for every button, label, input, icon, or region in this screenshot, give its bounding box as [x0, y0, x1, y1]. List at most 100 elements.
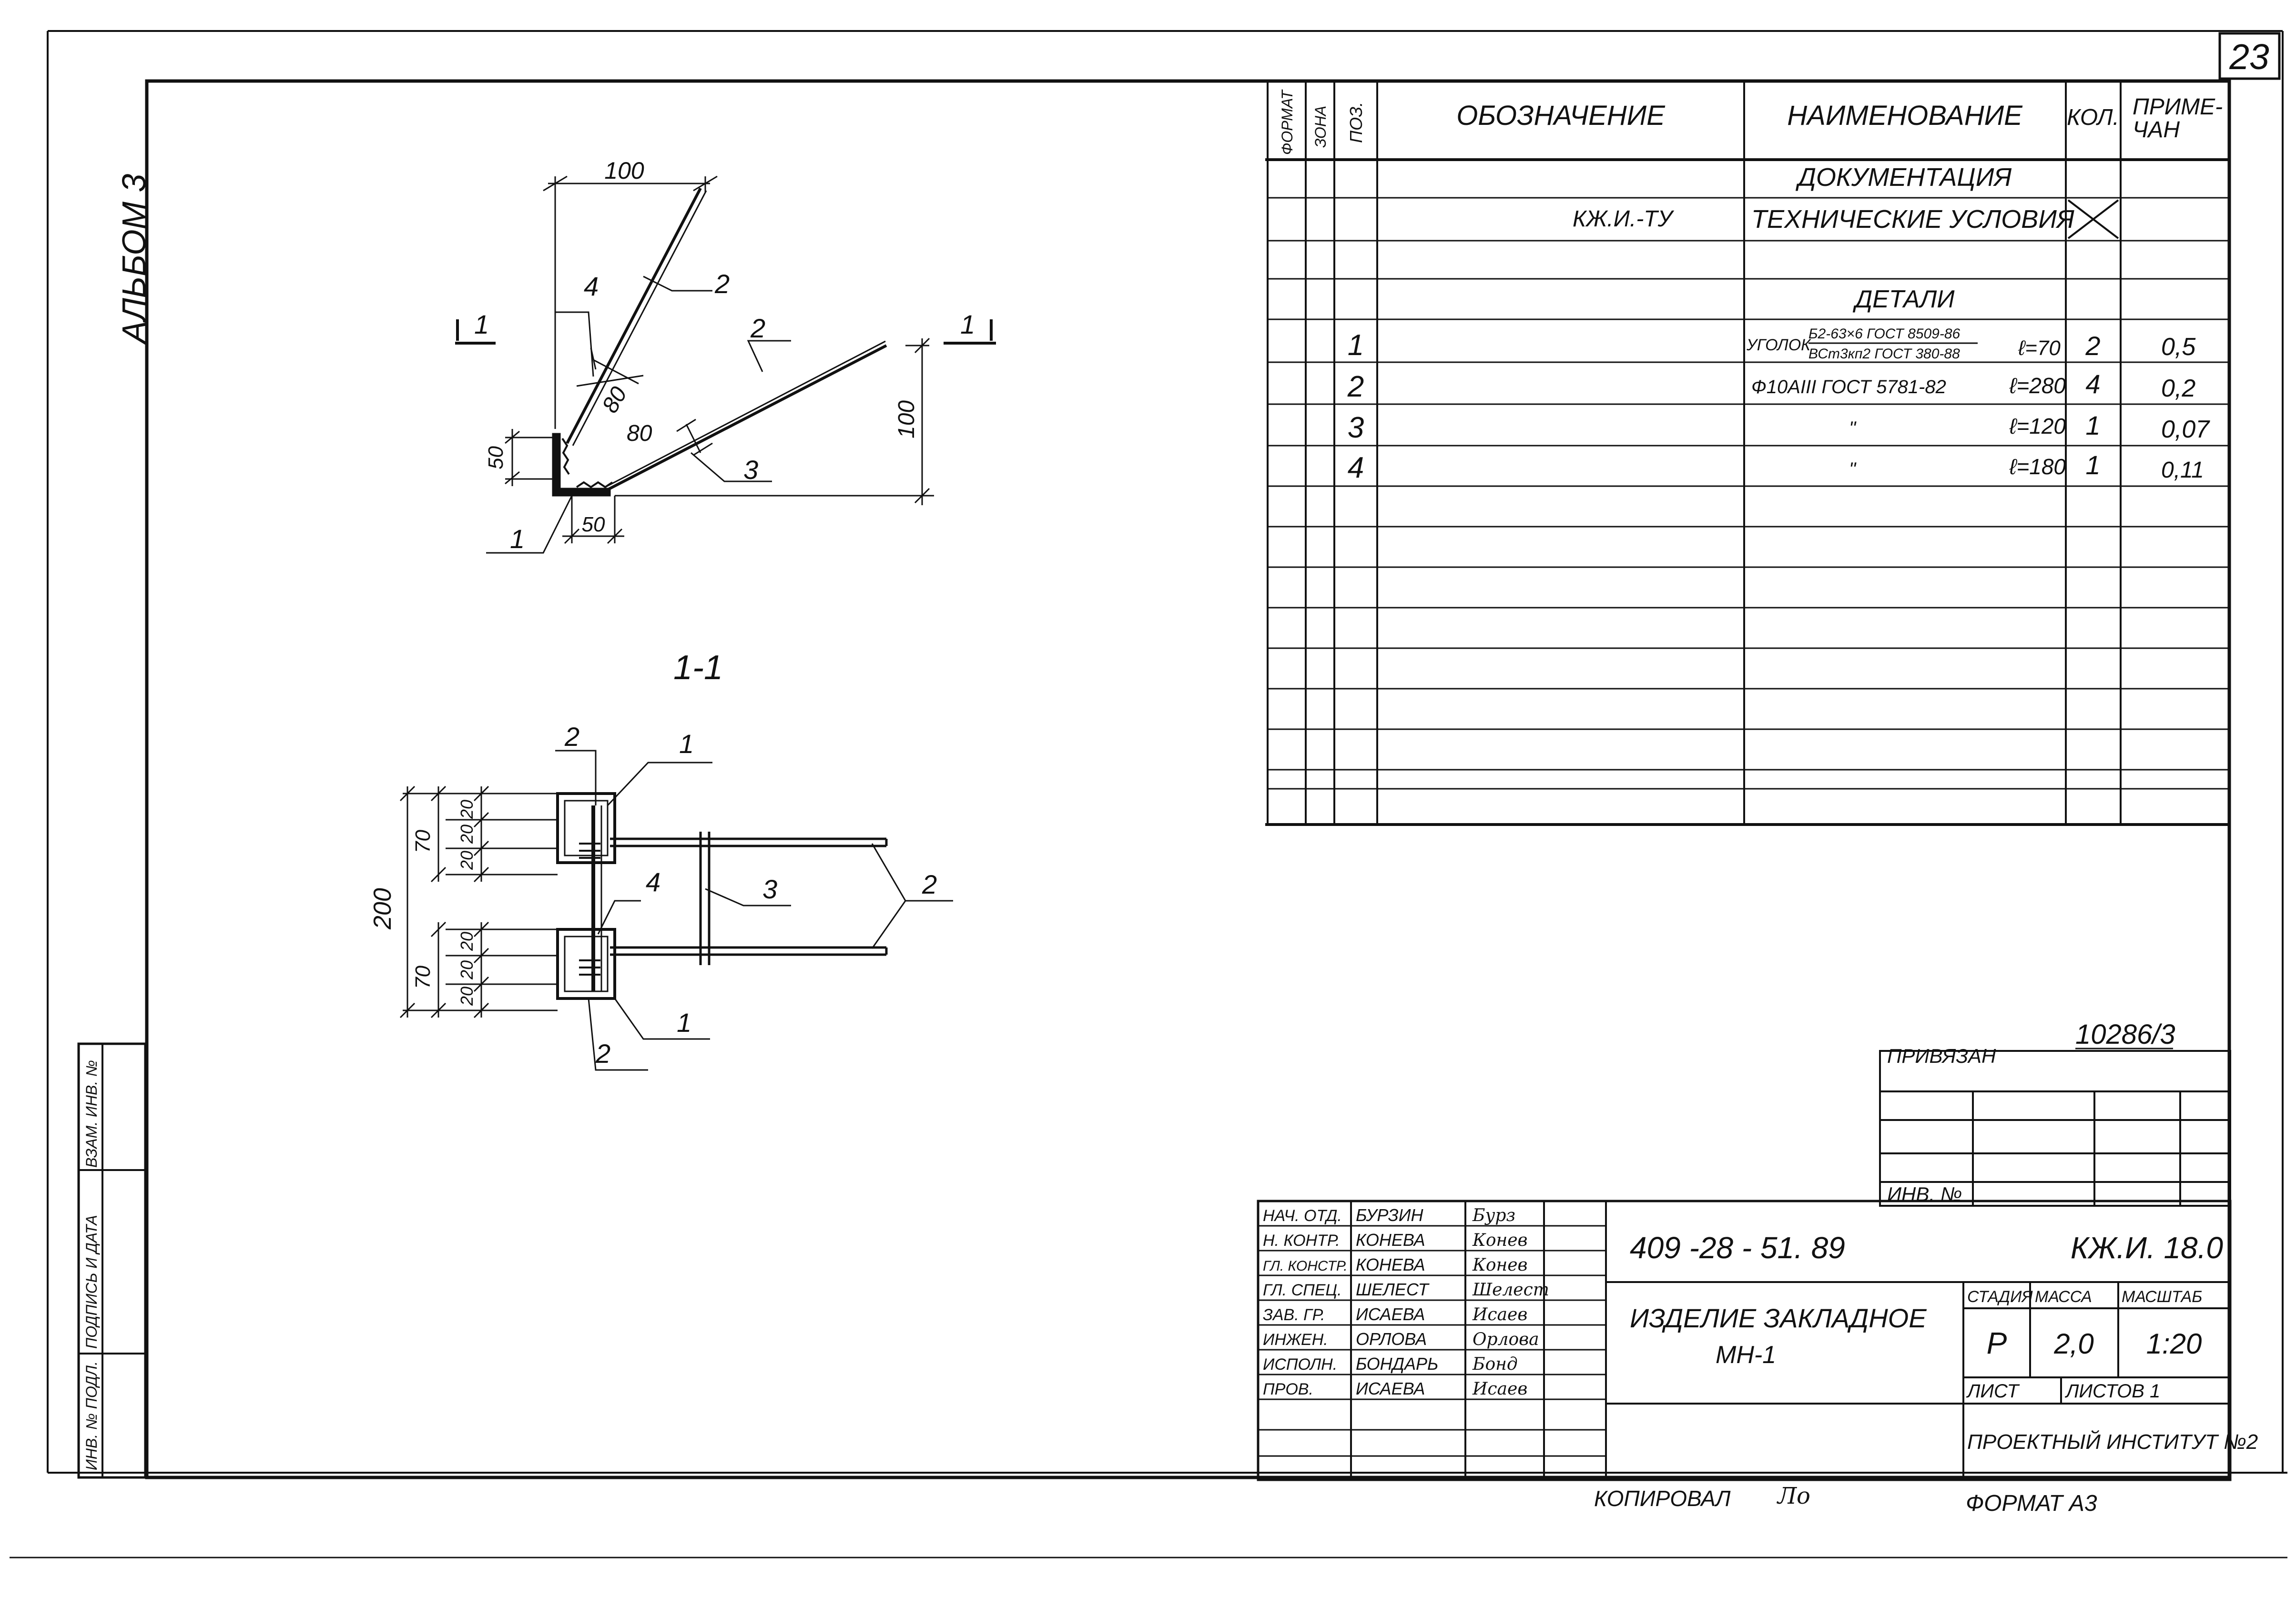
- staff-role: ИСПОЛН.: [1263, 1355, 1337, 1374]
- staff-role: ПРОВ.: [1263, 1380, 1313, 1398]
- row-pos: 1: [1348, 329, 1364, 362]
- row-name-top: Б2-63×6 ГОСТ 8509-86: [1808, 326, 1961, 342]
- leader-pos1: 1: [510, 524, 525, 554]
- dim-top-width: 100: [604, 157, 644, 184]
- row-name-main: Ф10АIII ГОСТ 5781-82: [1751, 377, 1946, 397]
- staff-signature: Исаев: [1472, 1379, 1527, 1399]
- staff-signature: Шелест: [1472, 1280, 1549, 1300]
- header-qty: КОЛ.: [2067, 105, 2119, 130]
- product-line2: МН-1: [1716, 1341, 1776, 1369]
- mass-label: МАССА: [2035, 1288, 2092, 1306]
- document-code: 409 -28 - 51. 89: [1630, 1231, 1845, 1265]
- section-documentation: ДОКУМЕНТАЦИЯ: [1796, 163, 2012, 192]
- section-leader-pos2-bottom: 2: [595, 1039, 610, 1069]
- staff-name: КОНЕВА: [1356, 1255, 1425, 1274]
- scale-value: 1:20: [2146, 1328, 2202, 1360]
- section-leader-pos1-top: 1: [679, 729, 694, 759]
- inventory-number: 10286/3: [2075, 1019, 2175, 1050]
- section-leader-pos4: 4: [646, 867, 660, 897]
- staff-role: ГЛ. КОНСТР.: [1263, 1258, 1348, 1274]
- row-name-bottom: ВСт3кп2 ГОСТ 380-88: [1808, 346, 1960, 362]
- sheets-label: ЛИСТОВ 1: [2064, 1381, 2160, 1402]
- section-dim-20-a: 20: [457, 800, 477, 819]
- dim-right-height: 100: [894, 400, 919, 438]
- sheet-label: ЛИСТ: [1966, 1381, 2020, 1402]
- header-name: НАИМЕНОВАНИЕ: [1787, 100, 2023, 131]
- left-stamp-signature-date: ПОДПИСЬ И ДАТА: [83, 1215, 100, 1349]
- staff-name: КОНЕВА: [1356, 1230, 1425, 1250]
- row-qty: 1: [2085, 450, 2100, 480]
- scale-label: МАСШТАБ: [2122, 1288, 2202, 1306]
- staff-signature: Конев: [1472, 1231, 1528, 1250]
- header-note-line1: ПРИМЕ-: [2133, 94, 2223, 120]
- row-length: ℓ=70: [2018, 336, 2061, 360]
- section-dim-20-d: 20: [457, 987, 477, 1006]
- section-leader-pos2-right: 2: [922, 869, 937, 899]
- staff-signature: Исаев: [1472, 1305, 1527, 1324]
- section-leader-pos1-bottom: 1: [677, 1008, 691, 1038]
- staff-name: БУРЗИН: [1356, 1205, 1423, 1225]
- stage-value: Р: [1987, 1326, 2007, 1360]
- staff-role: НАЧ. ОТД.: [1263, 1207, 1342, 1225]
- row-length: ℓ=180: [2009, 454, 2066, 479]
- staff-signature: Бонд: [1472, 1355, 1518, 1374]
- table-row: 1 УГОЛОК Б2-63×6 ГОСТ 8509-86 ВСт3кп2 ГО…: [1348, 326, 2196, 362]
- organization-name: ПРОЕКТНЫЙ ИНСТИТУТ №2: [1967, 1429, 2258, 1454]
- section-leader-pos2-top: 2: [564, 722, 579, 752]
- staff-role: ГЛ. СПЕЦ.: [1263, 1281, 1342, 1299]
- header-note-line2: ЧАН: [2133, 117, 2180, 143]
- binding-label: ПРИВЯЗАН: [1887, 1045, 1996, 1067]
- section-leader-pos3: 3: [762, 874, 777, 904]
- section-title: 1-1: [673, 649, 723, 687]
- page-number-badge: 23: [2218, 32, 2281, 80]
- row-length: ℓ=280: [2009, 373, 2066, 398]
- stage-label: СТАДИЯ: [1967, 1288, 2033, 1306]
- row-pos: 4: [1348, 451, 1364, 484]
- spec-table: [1265, 81, 2229, 826]
- row-note: 0,5: [2161, 333, 2196, 361]
- left-stamp: ИНВ. № ПОДЛ. ПОДПИСЬ И ДАТА ВЗАМ. ИНВ. №: [77, 1042, 147, 1479]
- header-zone: ЗОНА: [1312, 106, 1329, 148]
- dim-bar3-length: 80: [627, 421, 652, 446]
- leader-pos3: 3: [743, 455, 758, 485]
- row-note: 0,2: [2161, 375, 2195, 402]
- row-pos: 3: [1348, 411, 1364, 444]
- doc-designation: КЖ.И.-ТУ: [1573, 206, 1675, 232]
- row-qty: 2: [2085, 331, 2100, 361]
- row-name-prefix: УГОЛОК: [1746, 336, 1811, 354]
- title-block: [1257, 1200, 2232, 1481]
- staff-role: ЗАВ. ГР.: [1263, 1306, 1325, 1324]
- staff-signature: Орлова: [1473, 1330, 1539, 1349]
- leader-pos4: 4: [584, 271, 599, 301]
- table-row: 4 " ℓ=180 1 0,11: [1348, 450, 2204, 484]
- row-qty: 1: [2085, 410, 2100, 440]
- row-note: 0,07: [2161, 416, 2210, 443]
- binding-block: [1879, 1050, 2231, 1207]
- section-dim-lower: 70: [411, 966, 435, 989]
- row-note: 0,11: [2161, 458, 2204, 483]
- album-label: АЛЬБОМ 3: [115, 174, 152, 345]
- staff-name: ИСАЕВА: [1356, 1304, 1425, 1324]
- doc-name: ТЕХНИЧЕСКИЕ УСЛОВИЯ: [1751, 205, 2074, 234]
- left-stamp-replaced-inv: ВЗАМ. ИНВ. №: [83, 1060, 100, 1168]
- row-length: ℓ=120: [2009, 414, 2066, 438]
- staff-name: ИСАЕВА: [1356, 1379, 1425, 1398]
- format-label: ФОРМАТ А3: [1966, 1491, 2097, 1516]
- staff-name: ОРЛОВА: [1356, 1329, 1427, 1349]
- plan-view: [455, 175, 996, 554]
- section-dim-20-e: 20: [457, 825, 477, 844]
- leader-pos2-upper: 2: [714, 269, 730, 299]
- staff-signature: Конев: [1472, 1255, 1528, 1275]
- left-stamp-inv-orig: ИНВ. № ПОДЛ.: [83, 1361, 100, 1470]
- staff-name: БОНДАРЬ: [1356, 1354, 1438, 1374]
- leader-pos2-right: 2: [750, 313, 765, 343]
- section-dim-overall: 200: [369, 888, 396, 930]
- staff-role: ИНЖЕН.: [1263, 1331, 1328, 1349]
- staff-signature: Бурз: [1472, 1206, 1515, 1225]
- section-dim-20-f: 20: [457, 960, 477, 980]
- section-dim-upper: 70: [411, 830, 435, 853]
- table-row: 3 " ℓ=120 1 0,07: [1348, 410, 2211, 444]
- section-mark-right: 1: [960, 309, 975, 339]
- page-number: 23: [2229, 37, 2269, 77]
